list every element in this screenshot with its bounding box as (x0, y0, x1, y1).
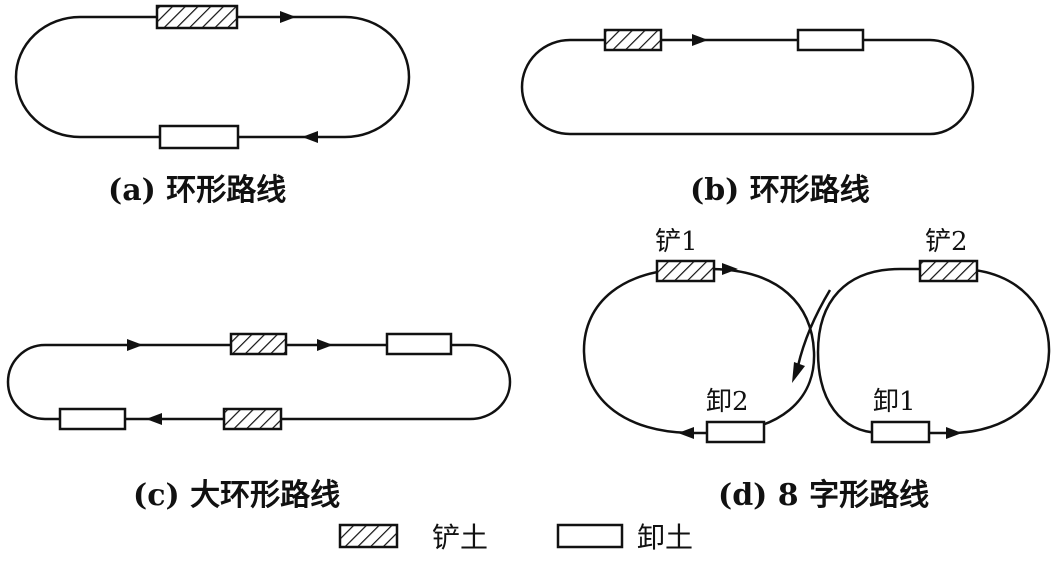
arrow-right-icon (946, 427, 962, 439)
dump-zone-c-bottom (58, 407, 127, 431)
arrow-right-icon (127, 339, 143, 351)
loop-route-a (14, 15, 411, 139)
dump-zone-a (158, 124, 240, 150)
crossover-route-d (796, 289, 832, 367)
arrow-right-icon (722, 263, 738, 275)
legend-dig-label: 铲土 (432, 521, 488, 554)
legend: 铲土 卸土 (338, 521, 693, 554)
left-loop-route-d (582, 267, 816, 435)
label-dig2: 铲2 (925, 227, 968, 257)
label-dump2: 卸2 (706, 387, 749, 417)
arrow-left-icon (678, 427, 694, 439)
arrow-down-icon (792, 362, 805, 383)
label-dig1: 铲1 (655, 227, 698, 257)
dig-zone-c-bottom (222, 407, 283, 431)
legend-dump-label: 卸土 (637, 521, 693, 554)
panel-b: (b) 环形路线 (520, 28, 975, 208)
dig-zone-b (603, 28, 663, 52)
loop-route-c (6, 343, 512, 421)
dig-zone-c-top (229, 332, 288, 356)
panel-a: (a) 环形路线 (14, 4, 411, 208)
dig-zone-d1 (655, 259, 716, 283)
arrow-left-icon (302, 131, 318, 143)
dump-zone-b (796, 28, 865, 52)
arrow-left-icon (146, 413, 162, 425)
caption-d: (d) 8 字形路线 (718, 478, 929, 513)
dig-zone-d2 (918, 259, 979, 283)
panel-c: (c) 大环形路线 (6, 332, 512, 513)
legend-dig-swatch (338, 523, 399, 549)
caption-c: (c) 大环形路线 (133, 478, 340, 513)
dump-zone-c-top (385, 332, 453, 356)
label-dump1: 卸1 (873, 387, 916, 417)
dump-zone-d2 (705, 420, 766, 444)
arrow-right-icon (692, 34, 708, 46)
caption-a: (a) 环形路线 (108, 173, 286, 208)
right-loop-route-d (816, 267, 1051, 435)
panel-d: 铲1 铲2 卸2 卸1 (d) 8 字形路线 (582, 227, 1051, 513)
loop-route-b (520, 38, 975, 136)
arrow-right-icon (317, 339, 333, 351)
caption-b: (b) 环形路线 (690, 173, 870, 208)
dig-zone-a (155, 4, 239, 30)
legend-dump-swatch (556, 523, 624, 549)
dump-zone-d1 (870, 420, 931, 444)
arrow-right-icon (280, 11, 296, 23)
